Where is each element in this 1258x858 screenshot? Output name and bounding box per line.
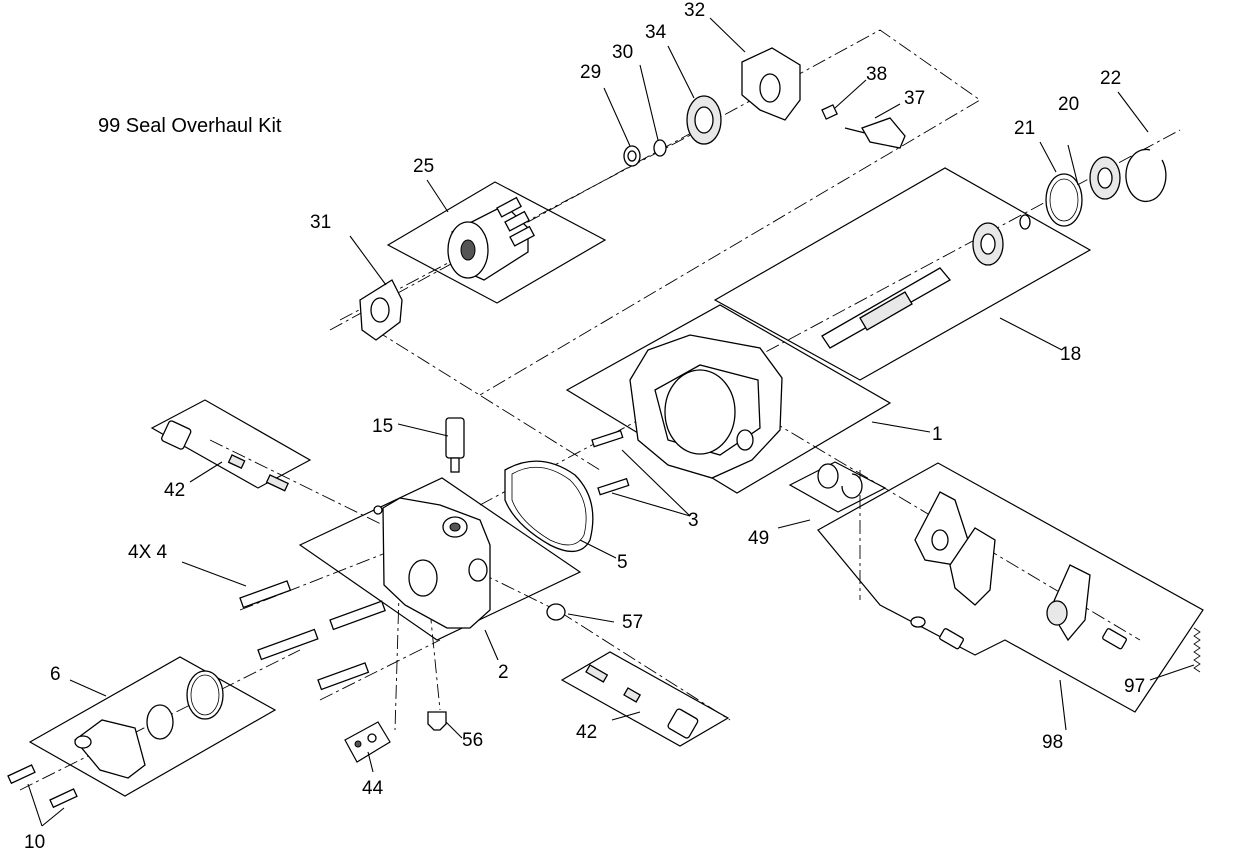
callout-18: 18 [1060,344,1081,365]
callout-38: 38 [866,64,887,85]
valve-15 [445,417,465,473]
callout-15: 15 [372,416,393,437]
tag-44 [354,733,377,748]
plate-tag [344,721,391,763]
swashplate-32 [741,47,801,121]
check-valve-42-upper [161,420,289,492]
plate-shaft [713,167,1092,381]
trunnion-arm-37 [844,117,906,149]
callout-42-upper: 42 [164,480,185,501]
callout-97: 97 [1124,676,1145,697]
kit-title: 99 Seal Overhaul Kit [98,115,282,137]
plate-control [817,462,1204,713]
callout-29: 29 [580,62,601,83]
slider-block-38 [821,104,838,120]
callout-4: 4X 4 [128,542,168,563]
callout-20: 20 [1058,94,1079,115]
screws-10 [7,764,78,809]
plate-charge-pump [28,656,277,797]
callout-1: 1 [932,424,943,445]
retaining-ring-30 [653,139,667,157]
charge-pump-6 [74,670,224,779]
shaft-assembly-18 [821,214,1031,349]
callout-21: 21 [1014,118,1035,139]
bolts-4 [239,580,386,691]
callout-31: 31 [310,212,331,233]
plate-center-section [298,477,582,641]
callout-56: 56 [462,730,483,751]
thrust-plate-31 [359,279,403,341]
callout-5: 5 [617,552,628,573]
dowel-pins-3 [591,429,630,496]
snap-ring-22 [1125,148,1167,203]
callout-3: 3 [688,510,699,531]
bearing-34 [686,95,722,145]
center-section-2 [373,497,491,629]
callout-6: 6 [50,664,61,685]
plug-57 [546,603,566,621]
plate-cylinder-block [386,181,607,304]
bearing-20 [1089,156,1121,200]
callout-49: 49 [748,528,769,549]
callout-34: 34 [645,22,667,43]
callout-labels: 1 2 3 4X 4 5 6 10 15 18 20 21 22 25 29 3… [24,0,1145,853]
callout-32: 32 [684,0,705,21]
callout-98: 98 [1042,732,1063,753]
callout-57: 57 [622,612,643,633]
callout-22: 22 [1100,68,1121,89]
leader-lines [27,17,1195,827]
callout-30: 30 [612,42,633,63]
cylinder-block-25 [447,196,535,281]
check-valve-42-lower [585,664,699,739]
callout-10: 10 [24,832,45,853]
gasket-5 [504,460,594,552]
group-plates [28,167,1204,797]
plug-56 [427,711,447,731]
callout-37: 37 [904,88,925,109]
ring-49 [817,463,863,499]
callout-44: 44 [362,778,384,799]
plate-valve-upper [150,399,312,489]
control-linkage-98 [910,491,1127,650]
housing-1 [629,334,783,479]
bearing-29 [623,145,641,167]
callout-42-lower: 42 [576,722,597,743]
ring-21 [1045,173,1083,227]
callout-2: 2 [498,662,509,683]
callout-25: 25 [413,156,434,177]
plate-ring [788,461,887,513]
spring-97 [1193,627,1201,673]
plate-valve-lower [560,651,730,747]
